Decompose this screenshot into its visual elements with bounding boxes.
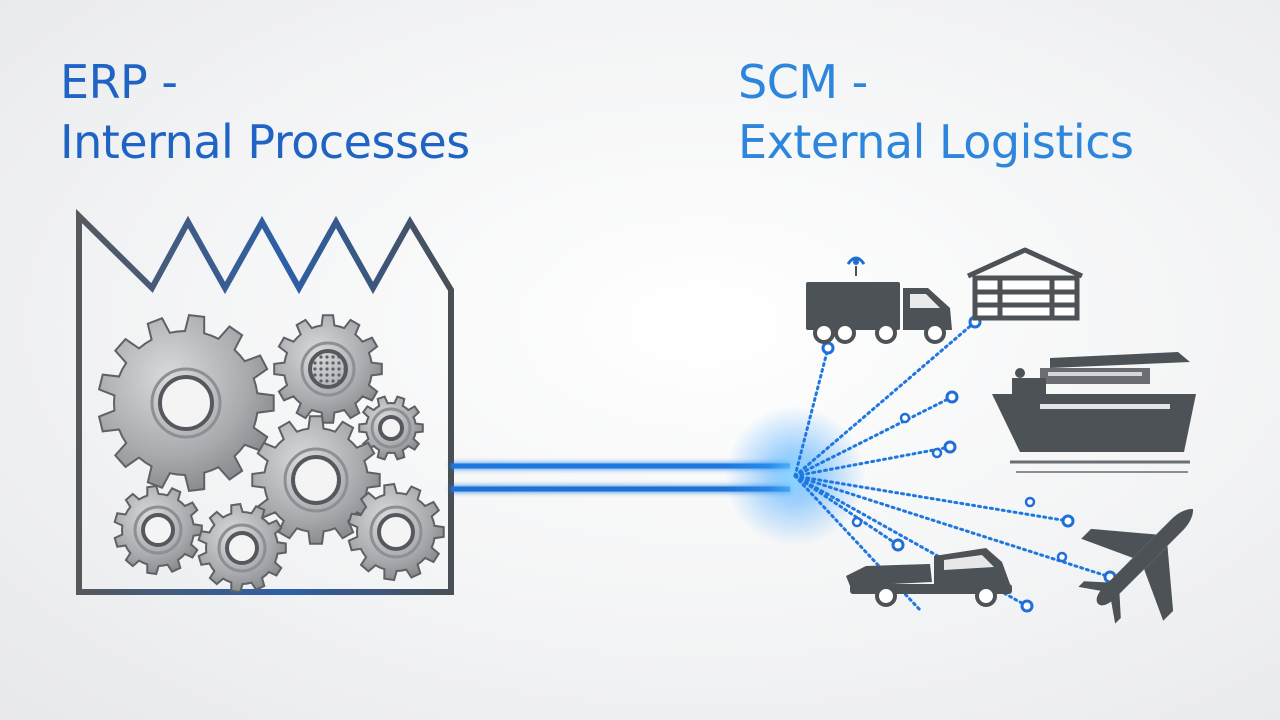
location-pin-icon: [846, 256, 866, 276]
waypoint-node: [1024, 496, 1036, 508]
gear-icon: [273, 314, 383, 424]
scm-title-line1: SCM -: [738, 55, 868, 109]
erp-title-line1: ERP -: [60, 55, 178, 109]
distribution-line: [793, 474, 1070, 523]
cargo-ship-icon: [992, 352, 1196, 473]
distribution-lines: [793, 315, 1117, 613]
waypoint-node: [899, 412, 911, 424]
erp-heading: ERP - Internal Processes: [60, 52, 470, 172]
airplane-icon: [1078, 508, 1194, 624]
scm-heading: SCM - External Logistics: [738, 52, 1134, 172]
erp-title-line2: Internal Processes: [60, 115, 470, 169]
endpoint-node: [945, 390, 959, 404]
endpoint-node: [943, 440, 957, 454]
distribution-line: [793, 320, 977, 478]
gear-icon: [347, 482, 445, 582]
distribution-line: [793, 474, 900, 547]
truck-icon: [806, 282, 952, 344]
distribution-line: [793, 346, 830, 478]
distribution-line: [793, 395, 954, 478]
gear-icon: [358, 395, 424, 461]
waypoint-node: [931, 447, 943, 459]
gear-icon: [197, 502, 287, 594]
scm-title-line2: External Logistics: [738, 115, 1134, 169]
gear-cluster: [97, 314, 445, 594]
pickup-truck-icon: [846, 548, 1012, 607]
waypoint-node: [1056, 551, 1068, 563]
warehouse-icon: [966, 247, 1084, 321]
endpoint-node: [1061, 514, 1075, 528]
distribution-line: [793, 445, 952, 478]
gear-icon: [113, 484, 203, 576]
endpoint-node: [891, 538, 905, 552]
endpoint-node: [821, 341, 835, 355]
endpoint-node: [1020, 599, 1034, 613]
distribution-line: [793, 474, 1112, 579]
waypoint-node: [851, 516, 863, 528]
gear-icon: [97, 314, 275, 492]
factory-icon: [76, 208, 454, 595]
